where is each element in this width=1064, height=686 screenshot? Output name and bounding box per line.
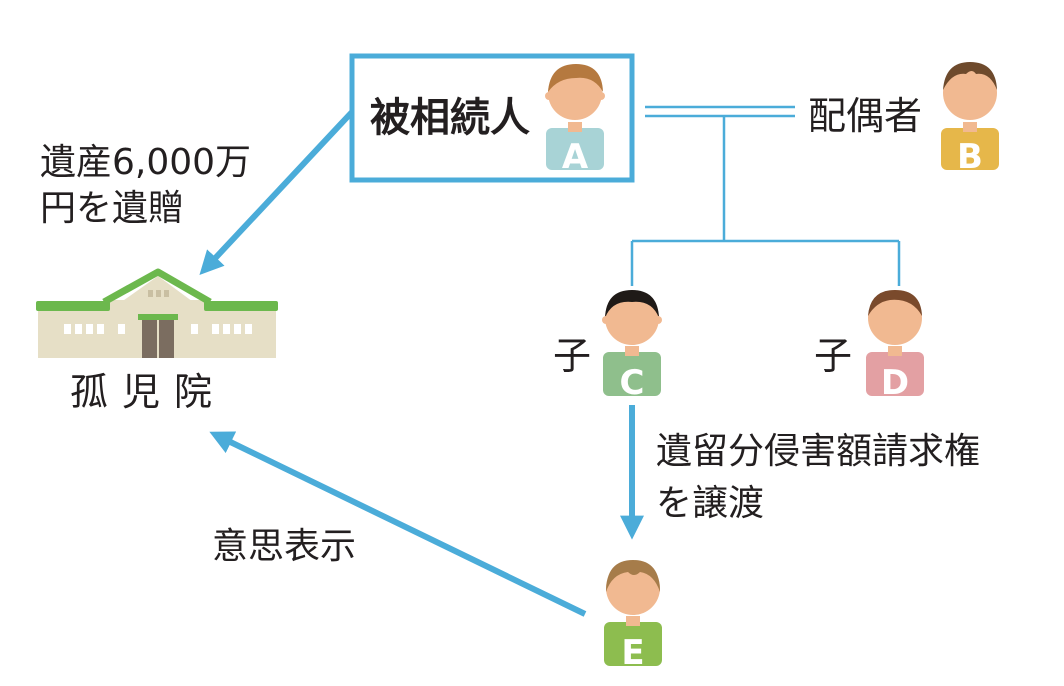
person-d-icon: D xyxy=(866,290,924,403)
svg-text:E: E xyxy=(621,633,644,673)
spouse-label: 配偶者 xyxy=(808,94,923,138)
bequest-label-line1: 遺産6,000万 xyxy=(40,142,252,183)
svg-text:A: A xyxy=(562,137,589,177)
svg-text:B: B xyxy=(957,137,983,177)
person-a-icon: A xyxy=(545,64,605,177)
child-c-label: 子 xyxy=(553,334,592,378)
person-c-icon: C xyxy=(602,290,662,403)
child-d-label: 子 xyxy=(814,334,853,378)
person-b-icon: B xyxy=(941,62,999,177)
bequest-label-line2: 円を遺贈 xyxy=(40,188,185,229)
declaration-arrow xyxy=(209,431,587,617)
transfer-label-line1: 遺留分侵害額請求権 xyxy=(656,431,981,472)
svg-text:D: D xyxy=(881,363,909,403)
bequest-label: 遺産6,000万 円を遺贈 xyxy=(40,140,251,232)
transfer-label: 遺留分侵害額請求権 を譲渡 xyxy=(656,426,980,530)
bequest-arrow xyxy=(199,109,355,276)
svg-text:C: C xyxy=(620,363,645,403)
orphanage-label: 孤児院 xyxy=(70,370,227,414)
person-e-icon: E xyxy=(604,560,662,673)
transfer-label-line2: を譲渡 xyxy=(656,483,765,524)
decedent-label: 被相続人 xyxy=(370,95,530,141)
declaration-label: 意思表示 xyxy=(212,526,357,567)
orphanage-building-icon xyxy=(36,268,278,358)
